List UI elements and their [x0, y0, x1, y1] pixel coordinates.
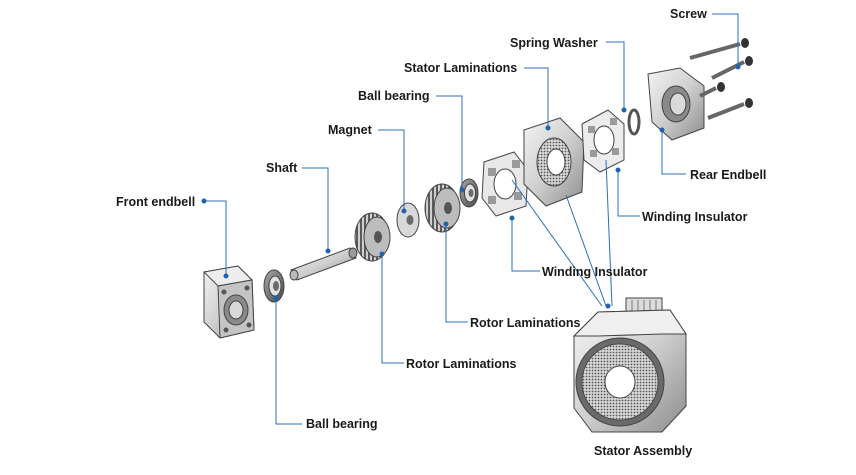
- stator-assembly-part: [572, 297, 687, 433]
- leader-lines: [204, 13, 739, 425]
- label-stator-laminations: Stator Laminations: [404, 61, 517, 75]
- label-ball-bearing-top: Ball bearing: [358, 89, 430, 103]
- label-winding-insulator-center: Winding Insulator: [542, 265, 648, 279]
- label-front-endbell: Front endbell: [116, 195, 195, 209]
- label-rotor-laminations-upper: Rotor Laminations: [470, 316, 580, 330]
- label-stator-assembly: Stator Assembly: [594, 444, 692, 458]
- labels: Screw Spring Washer Stator Laminations B…: [116, 7, 766, 458]
- rear-endbell-part: [647, 67, 705, 141]
- label-rotor-laminations-lower: Rotor Laminations: [406, 357, 516, 371]
- rotor-laminations-upper-part: [424, 183, 461, 233]
- front-endbell-part: [202, 265, 255, 339]
- winding-insulator-rear-part: [581, 109, 625, 173]
- label-shaft: Shaft: [266, 161, 298, 175]
- rotor-laminations-lower-part: [354, 212, 391, 262]
- label-screw: Screw: [670, 7, 707, 21]
- label-magnet: Magnet: [328, 123, 373, 137]
- spring-washer-part: [627, 108, 641, 136]
- stator-laminations-part: [523, 117, 585, 207]
- label-spring-washer: Spring Washer: [510, 36, 598, 50]
- label-rear-endbell: Rear Endbell: [690, 168, 766, 182]
- winding-insulator-front-part: [481, 151, 529, 217]
- magnet-part: [396, 202, 420, 238]
- label-ball-bearing-bottom: Ball bearing: [306, 417, 378, 431]
- ball-bearing-front-part: [263, 269, 285, 303]
- shaft-part: [289, 247, 358, 281]
- ball-bearing-rear-part: [459, 178, 479, 208]
- leader-dots: [201, 64, 741, 309]
- label-winding-insulator-right: Winding Insulator: [642, 210, 748, 224]
